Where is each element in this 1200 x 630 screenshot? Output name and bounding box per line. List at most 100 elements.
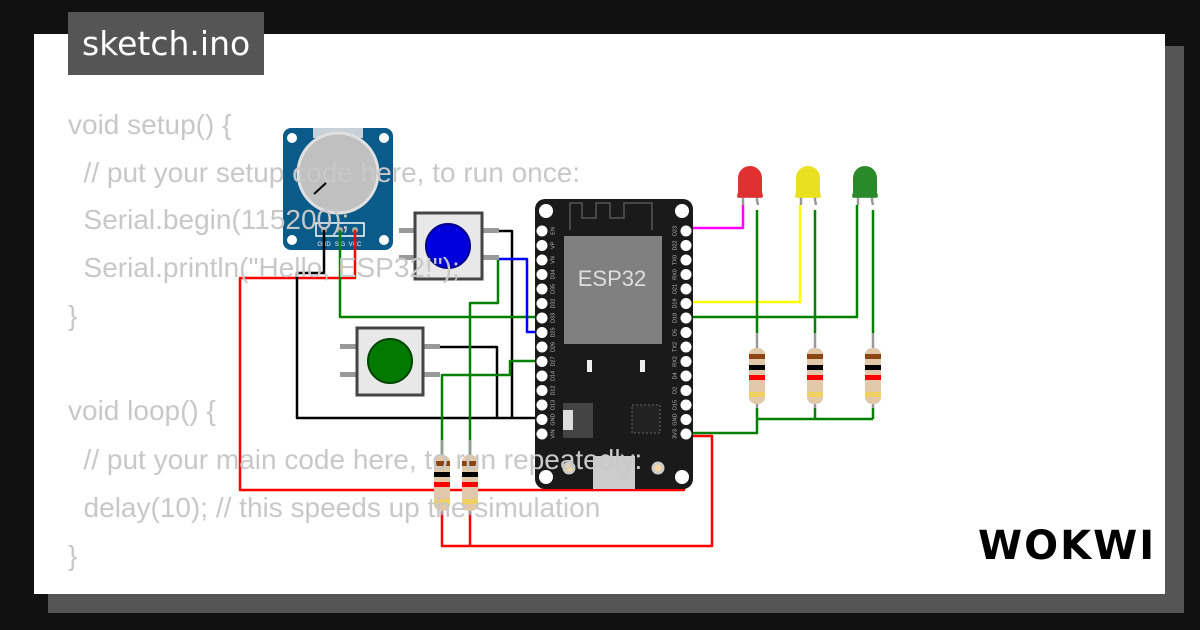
- pin-label: D4: [672, 372, 678, 379]
- pin-label: VP: [550, 242, 556, 250]
- sketch-filename: sketch.ino: [68, 12, 265, 75]
- pin-label: 3V3: [672, 429, 678, 439]
- resistor[interactable]: [434, 440, 450, 515]
- pin-tx0[interactable]: [680, 254, 692, 266]
- pin-label: D22: [672, 240, 678, 250]
- pin-label: TX0: [672, 255, 678, 265]
- pin-d22[interactable]: [680, 240, 692, 251]
- led[interactable]: [737, 166, 763, 206]
- pin-label: D18: [672, 313, 678, 323]
- pin-label: D32: [550, 298, 556, 308]
- code-line: // put your setup code here, to run once…: [68, 157, 581, 188]
- code-line: Serial.begin(115200);: [68, 204, 350, 235]
- pin-label: D12: [550, 385, 556, 395]
- pin-rx2[interactable]: [680, 356, 692, 367]
- led[interactable]: [852, 166, 878, 206]
- wokwi-logo: WOKWI: [978, 523, 1157, 569]
- code-line: void setup() {: [68, 109, 232, 140]
- pin-3v3[interactable]: [680, 428, 692, 440]
- pin-d25[interactable]: [536, 327, 548, 338]
- wire-black: [295, 230, 542, 420]
- pin-d32[interactable]: [536, 298, 548, 309]
- wire-blue: [498, 257, 542, 334]
- pin-label: D2: [672, 387, 678, 394]
- pin-label: D35: [550, 284, 556, 294]
- pin-label: D26: [550, 342, 556, 352]
- resistor[interactable]: [749, 333, 765, 408]
- pin-label: D23: [672, 226, 678, 236]
- wire-black: [440, 345, 499, 418]
- pin-gnd[interactable]: [536, 414, 548, 425]
- pin-label: RX2: [672, 356, 678, 367]
- pin-label: TX2: [672, 342, 678, 352]
- pin-label: D25: [550, 327, 556, 337]
- pushbutton-green[interactable]: [340, 326, 440, 397]
- pin-rx0[interactable]: [680, 269, 692, 280]
- wire-yellow: [686, 205, 802, 304]
- pin-label: D33: [550, 313, 556, 323]
- pin-label: VIN: [550, 429, 556, 438]
- pin-label: D21: [672, 284, 678, 294]
- code-line: delay(10); // this speeds up the simulat…: [68, 492, 601, 523]
- led[interactable]: [795, 166, 821, 206]
- pin-vp[interactable]: [536, 240, 548, 251]
- pin-label: RX0: [672, 269, 678, 280]
- pin-vn[interactable]: [536, 254, 548, 266]
- code-line: Serial.println("Hello, ESP32!");: [68, 252, 460, 283]
- pin-d27[interactable]: [536, 356, 548, 367]
- pin-d21[interactable]: [680, 283, 692, 295]
- pin-d18[interactable]: [680, 312, 692, 324]
- pin-d34[interactable]: [536, 269, 548, 280]
- resistor[interactable]: [865, 333, 881, 408]
- pin-gnd[interactable]: [680, 414, 692, 425]
- pin-tx2[interactable]: [680, 341, 692, 353]
- pin-d15[interactable]: [680, 399, 692, 411]
- wire-green: [468, 259, 500, 455]
- resistor[interactable]: [807, 333, 823, 408]
- pin-label: EN: [550, 227, 556, 235]
- wire-green: [440, 359, 542, 455]
- pushbutton-blue[interactable]: [399, 211, 499, 281]
- pin-d2[interactable]: [680, 385, 692, 396]
- pin-vin[interactable]: [536, 428, 548, 440]
- pin-d33[interactable]: [536, 312, 548, 324]
- wire-green: [686, 205, 859, 319]
- wire-green: [338, 230, 542, 319]
- pin-label: D27: [550, 356, 556, 366]
- pin-label: D5: [672, 329, 678, 336]
- pin-d5[interactable]: [680, 327, 692, 338]
- esp32-board[interactable]: ESP32 ENVPVND34D35D32D33D25D26D27D14D12D…: [535, 199, 693, 489]
- chip-label: ESP32: [578, 266, 647, 291]
- code-line: void loop() {: [68, 395, 216, 426]
- pin-d12[interactable]: [536, 385, 548, 396]
- code-line: }: [68, 300, 78, 331]
- pin-label: D14: [550, 371, 556, 381]
- pin-label: GND: [550, 413, 556, 425]
- pin-label: D19: [672, 298, 678, 308]
- code-line: // put your main code here, to run repea…: [68, 444, 643, 475]
- pin-label: D15: [672, 400, 678, 410]
- esp32-chip: [564, 236, 662, 344]
- wire-green: [755, 210, 875, 333]
- pin-d26[interactable]: [536, 341, 548, 353]
- code-line: }: [68, 540, 78, 571]
- pin-d19[interactable]: [680, 298, 692, 309]
- pin-label: D13: [550, 400, 556, 410]
- knob-icon: [296, 131, 380, 215]
- pin-d4[interactable]: [680, 370, 692, 382]
- reset-button: [651, 461, 665, 475]
- resistor[interactable]: [462, 440, 478, 515]
- wire-red: [440, 434, 714, 548]
- usb-port: [593, 456, 635, 489]
- pin-d14[interactable]: [536, 370, 548, 382]
- wire-green: [686, 408, 875, 435]
- boot-button: [562, 461, 576, 475]
- pin-d23[interactable]: [680, 225, 692, 237]
- pin-d13[interactable]: [536, 399, 548, 411]
- wire-magenta: [686, 205, 745, 230]
- pin-d35[interactable]: [536, 283, 548, 295]
- pin-label: GND: [672, 413, 678, 425]
- pin-label: VN: [550, 256, 556, 264]
- pin-en[interactable]: [536, 225, 548, 237]
